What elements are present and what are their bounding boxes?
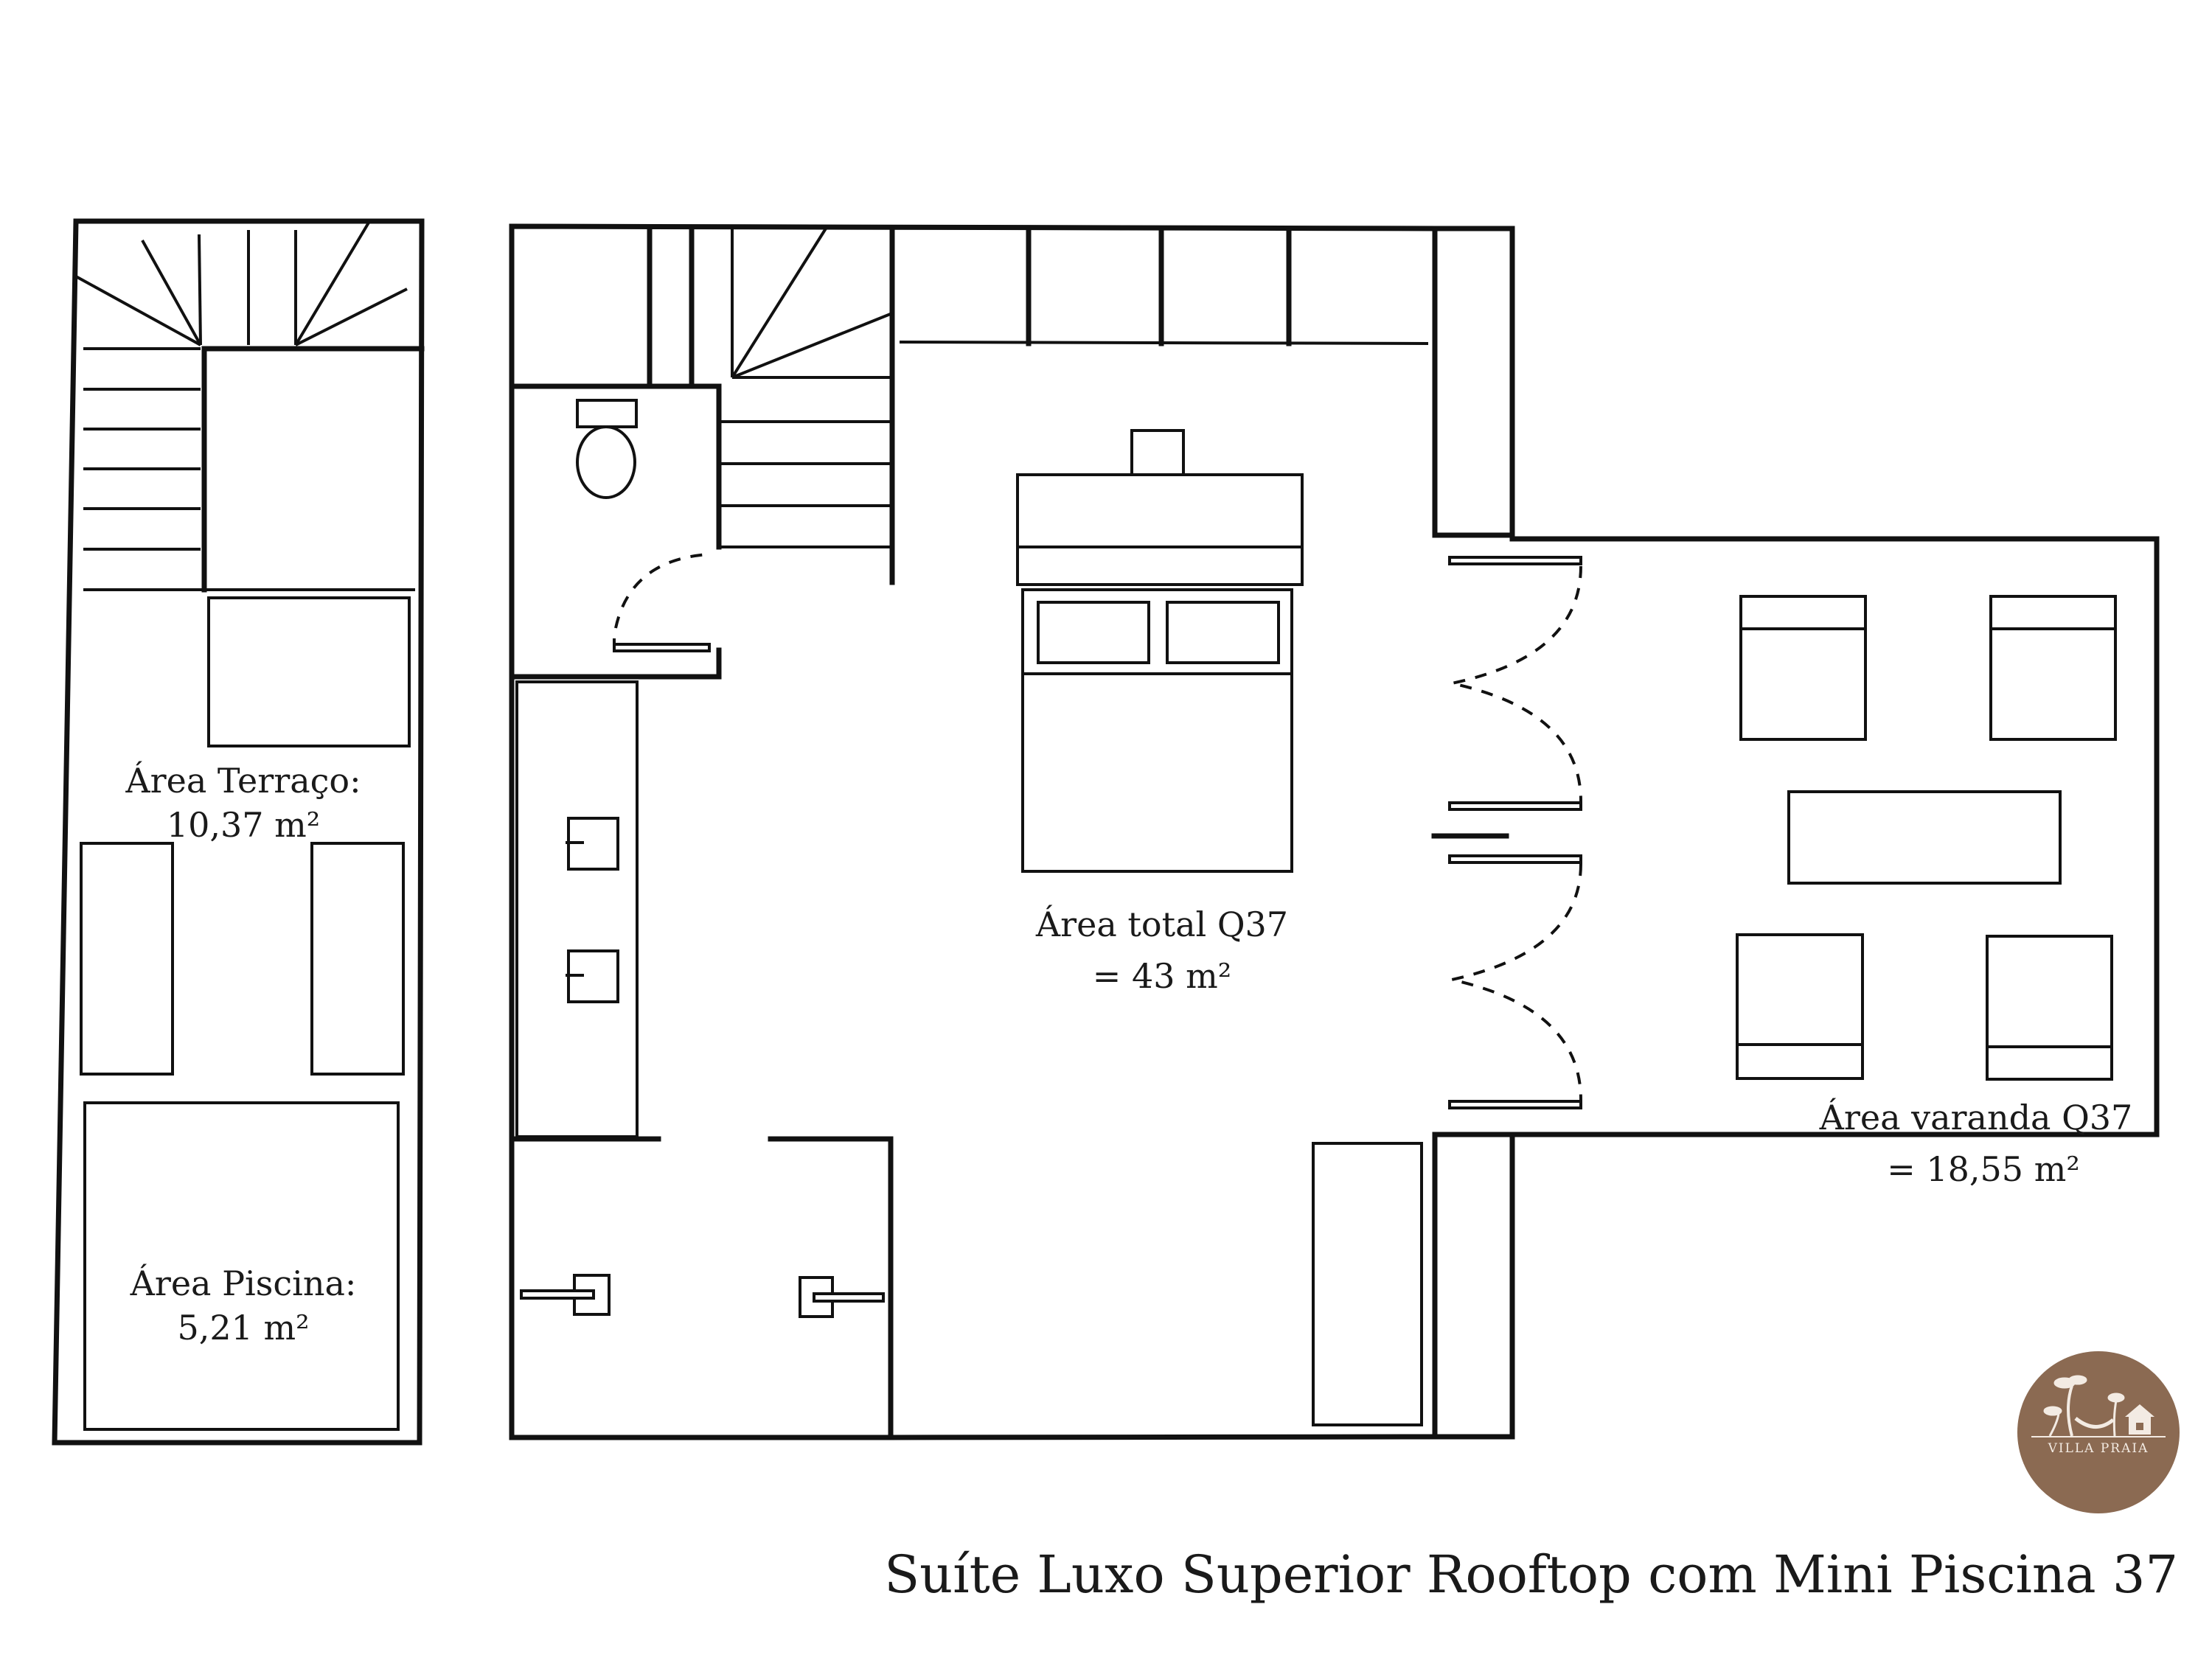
spiral-stair-terrace [75, 221, 425, 593]
coffee-table [1787, 790, 2062, 885]
villa-praia-logo: VILLA PRAIA [2017, 1351, 2180, 1513]
mini-pool [83, 1101, 400, 1431]
bench [1312, 1142, 1423, 1426]
wc-door [613, 553, 711, 652]
vanity [515, 680, 639, 1138]
suite-building [509, 223, 1582, 1440]
balcony-area-value: = 18,55 m² [1887, 1149, 2080, 1189]
bedside-lamp [1130, 429, 1185, 476]
terrace-area-value: 10,37 m² [167, 805, 320, 845]
balcony [1509, 536, 2160, 1137]
lounge-chair [1739, 595, 1867, 741]
pillow-right [1166, 601, 1280, 664]
total-area-label: Área total Q37 [1035, 904, 1288, 944]
wall-column-upper [1432, 226, 1511, 538]
terrace-table [207, 596, 411, 747]
wc-room [509, 383, 722, 680]
wardrobe [899, 226, 1429, 346]
palm-tree-icon [2043, 1375, 2125, 1437]
headboard [1016, 473, 1304, 586]
terrace-outline [52, 218, 425, 1446]
logo-text: VILLA PRAIA [2048, 1441, 2149, 1456]
door-leaf [1448, 801, 1582, 811]
double-bed [1016, 429, 1304, 873]
shower-valve-icon [520, 1274, 611, 1316]
toilet-icon [576, 399, 638, 499]
sun-lounger-right [310, 842, 405, 1076]
sink-icon [566, 949, 619, 1003]
total-area-value: = 43 m² [1093, 956, 1231, 996]
pool-area-label: Área Piscina: [130, 1263, 357, 1303]
wall-column-lower [1432, 1132, 1515, 1440]
shower-room [509, 1136, 894, 1440]
door-leaf [1448, 556, 1582, 565]
page-title: Suíte Luxo Superior Rooftop com Mini Pis… [884, 1544, 2178, 1605]
house-icon [2125, 1404, 2154, 1435]
door-leaf [1448, 1100, 1582, 1109]
pillow-left [1037, 601, 1150, 664]
shower-valve-icon [799, 1276, 885, 1318]
logo-badge [2017, 1351, 2180, 1513]
door-leaf [1448, 854, 1582, 864]
pool-area-value: 5,21 m² [177, 1308, 309, 1348]
balcony-area-label: Área varanda Q37 [1819, 1097, 2133, 1137]
balcony-doors [1431, 556, 1582, 1109]
terrace-building: Área Terraço: 10,37 m² Área Piscina: 5,2… [52, 218, 425, 1446]
hammock-icon [2074, 1417, 2115, 1429]
sun-lounger-left [80, 842, 174, 1076]
lounge-chair [1986, 935, 2113, 1081]
lounge-chair [1989, 595, 2117, 741]
terrace-area-label: Área Terraço: [125, 760, 361, 801]
sink-icon [566, 817, 619, 871]
balcony-outline [1509, 536, 2160, 1137]
spiral-stair-suite [647, 226, 895, 585]
suite-outer-wall [509, 223, 1438, 1440]
lounge-chair [1736, 933, 1864, 1080]
